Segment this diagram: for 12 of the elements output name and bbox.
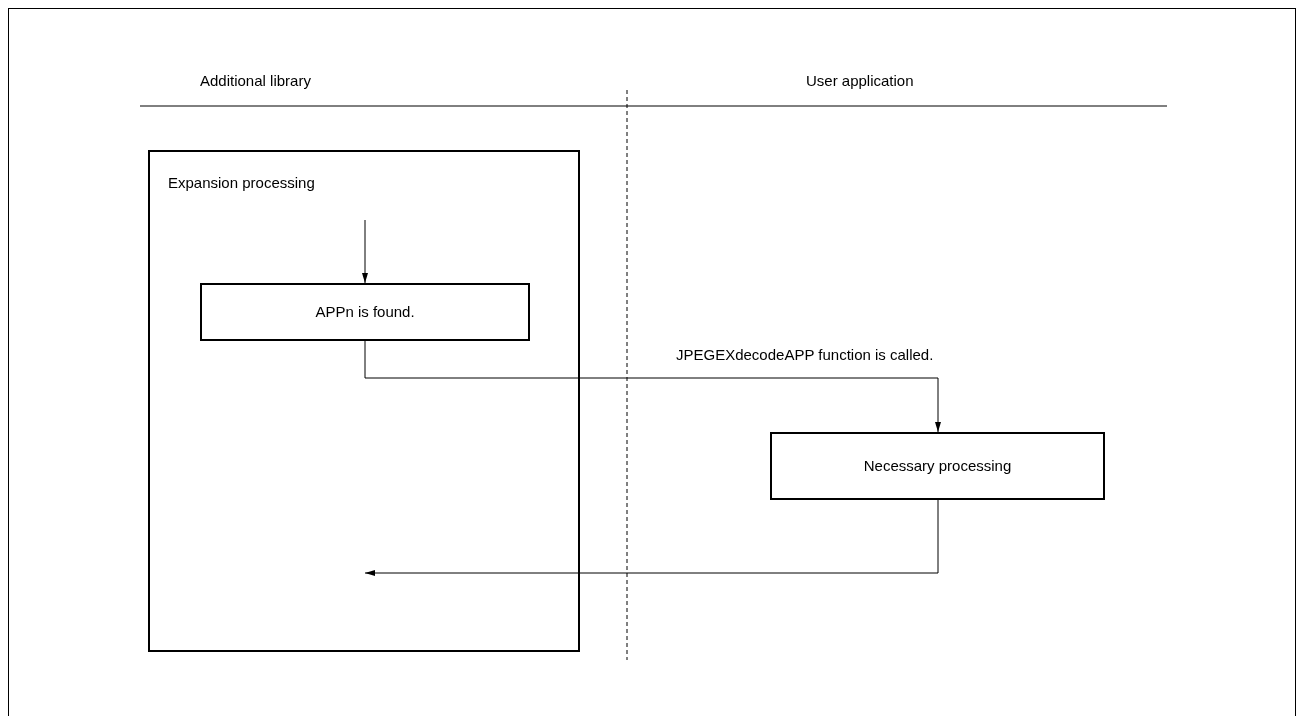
arrow [364, 499, 939, 576]
group-heading: Expansion processing [168, 173, 315, 193]
arrow [362, 219, 368, 284]
arrow [364, 340, 941, 433]
process-box [200, 283, 530, 341]
column-heading: Additional library [200, 70, 311, 91]
group-box [148, 150, 580, 652]
box-label: Necessary processing [863, 455, 1012, 476]
process-box [770, 432, 1105, 500]
column-heading: User application [806, 70, 914, 91]
box-label: APPn is found. [315, 301, 415, 322]
edge-label: JPEGEXdecodeAPP function is called. [676, 345, 934, 365]
